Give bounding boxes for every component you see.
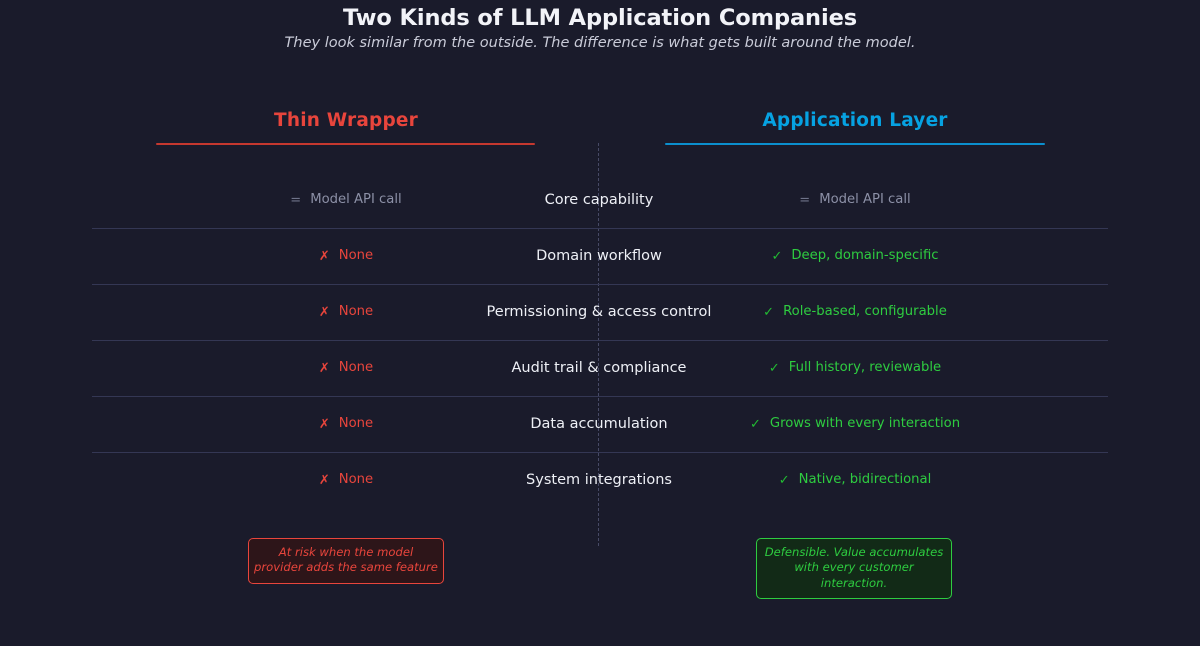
row-left-value: ✗ None (156, 396, 536, 452)
comparison-table: = Model API call Core capability = Model… (0, 172, 1200, 508)
cross-icon: ✗ (318, 360, 330, 376)
row-right-value: ✓ Grows with every interaction (665, 396, 1045, 452)
left-value-text: None (338, 304, 374, 320)
row-right-value: ✓ Role-based, configurable (665, 284, 1045, 340)
column-rule-thin-wrapper (156, 143, 535, 145)
callout-thin-wrapper-risk: At risk when the model provider adds the… (248, 538, 444, 584)
cross-icon: ✗ (318, 416, 330, 432)
table-row: ✗ None System integrations ✓ Native, bid… (0, 452, 1200, 508)
table-row: ✗ None Permissioning & access control ✓ … (0, 284, 1200, 340)
table-row: ✗ None Domain workflow ✓ Deep, domain-sp… (0, 228, 1200, 284)
row-capability-label: Permissioning & access control (486, 303, 712, 320)
left-value-text: None (338, 416, 374, 432)
right-value-text: Model API call (819, 192, 911, 208)
equals-icon: = (799, 192, 811, 208)
center-divider (598, 143, 599, 546)
row-capability-label: Audit trail & compliance (511, 359, 687, 376)
row-left-value: ✗ None (156, 228, 536, 284)
row-capability-label: Data accumulation (530, 415, 668, 432)
row-right-value: ✓ Deep, domain-specific (665, 228, 1045, 284)
row-right-value: = Model API call (665, 172, 1045, 228)
check-icon: ✓ (768, 360, 780, 376)
check-icon: ✓ (778, 472, 790, 488)
equals-icon: = (290, 192, 302, 208)
table-row: ✗ None Data accumulation ✓ Grows with ev… (0, 396, 1200, 452)
page-subtitle: They look similar from the outside. The … (284, 35, 916, 51)
row-right-value: ✓ Full history, reviewable (665, 340, 1045, 396)
left-value-text: None (338, 472, 374, 488)
left-value-text: None (338, 248, 374, 264)
cross-icon: ✗ (318, 304, 330, 320)
column-header-application-layer: Application Layer (762, 110, 948, 131)
table-row: = Model API call Core capability = Model… (0, 172, 1200, 228)
column-header-thin-wrapper: Thin Wrapper (274, 110, 418, 131)
right-value-text: Deep, domain-specific (791, 248, 939, 264)
check-icon: ✓ (763, 304, 775, 320)
right-value-text: Native, bidirectional (798, 472, 932, 488)
page-title: Two Kinds of LLM Application Companies (342, 5, 858, 31)
row-right-value: ✓ Native, bidirectional (665, 452, 1045, 508)
row-left-value: ✗ None (156, 284, 536, 340)
column-rule-application-layer (665, 143, 1045, 145)
row-capability-label: System integrations (526, 471, 672, 488)
check-icon: ✓ (771, 248, 783, 264)
check-icon: ✓ (749, 416, 761, 432)
callout-application-layer-defensible: Defensible. Value accumulates with every… (756, 538, 952, 599)
row-left-value: ✗ None (156, 340, 536, 396)
row-left-value: = Model API call (156, 172, 536, 228)
row-left-value: ✗ None (156, 452, 536, 508)
right-value-text: Role-based, configurable (783, 304, 947, 320)
right-value-text: Full history, reviewable (788, 360, 942, 376)
row-capability-label: Domain workflow (536, 247, 662, 264)
left-value-text: Model API call (310, 192, 402, 208)
row-capability-label: Core capability (544, 191, 654, 208)
cross-icon: ✗ (318, 248, 330, 264)
cross-icon: ✗ (318, 472, 330, 488)
right-value-text: Grows with every interaction (769, 416, 961, 432)
left-value-text: None (338, 360, 374, 376)
table-row: ✗ None Audit trail & compliance ✓ Full h… (0, 340, 1200, 396)
